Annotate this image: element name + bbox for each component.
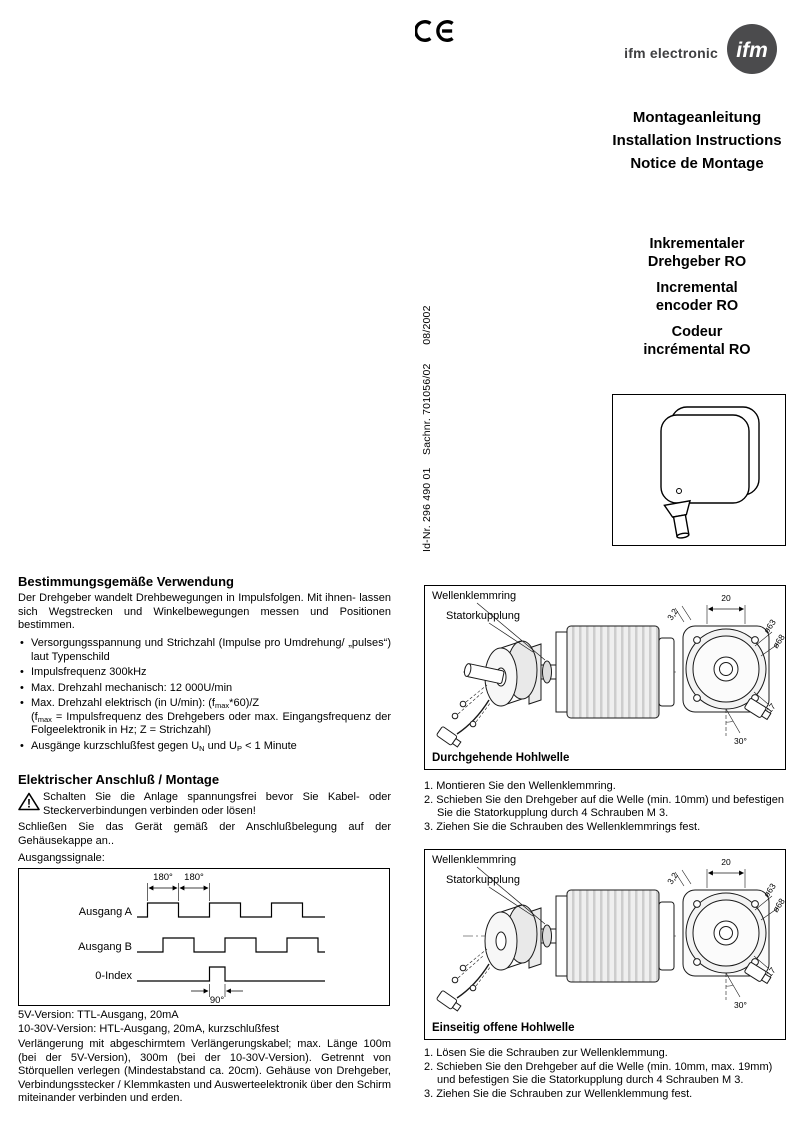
- waveform-labels: Ausgang A Ausgang B 0-Index 180° 180° 90…: [78, 872, 225, 1006]
- product-name-en: Incremental encoder RO: [594, 280, 800, 315]
- product-en-line1: Incremental: [656, 280, 738, 296]
- section-heading-usage: Bestimmungsgemäße Verwendung: [18, 574, 234, 589]
- step-1-2: 2. Schieben Sie den Drehgeber auf die We…: [424, 793, 784, 820]
- title-fr: Notice de Montage: [630, 155, 764, 172]
- bullet-drehzahl-elektrisch: Max. Drehzahl elektrisch (in U/min): (fm…: [20, 697, 391, 738]
- product-fr-line2: incrémental RO: [643, 341, 751, 358]
- dim-180-second: 180°: [184, 872, 204, 883]
- output-signals-label: Ausgangssignale:: [18, 852, 105, 864]
- one-side-open-hollow-shaft-drawing: 20 3,2 ø63 ø68 17 30°: [425, 857, 785, 1032]
- dim-angle-30: 30°: [734, 1000, 747, 1010]
- b5-mid: und U: [204, 739, 237, 752]
- dim-width-20: 20: [721, 593, 731, 603]
- section-heading-electrical: Elektrischer Anschluß / Montage: [18, 772, 220, 787]
- step-1-1: 1. Montieren Sie den Wellenklemmring.: [424, 780, 616, 792]
- b5-sub2: P: [237, 743, 243, 753]
- dim-angle-30: 30°: [734, 736, 747, 746]
- bullet-drehzahl-mechanisch: Max. Drehzahl mechanisch: 12 000U/min: [20, 682, 391, 696]
- label-statorkupplung-2: Statorkupplung: [446, 874, 520, 886]
- version-10-30v: 10-30V-Version: HTL-Ausgang, 20mA, kurzs…: [18, 1022, 280, 1035]
- caption-einseitig-offene-hohlwelle: Einseitig offene Hohlwelle: [432, 1022, 575, 1034]
- brand-name: ifm electronic: [624, 45, 718, 61]
- channel-b-label: Ausgang B: [78, 941, 132, 953]
- dim-thickness-32: 3,2: [665, 606, 680, 622]
- through-hollow-shaft-drawing: 20 3,2 ø63 ø68 17 30°: [425, 593, 785, 768]
- title-en: Installation Instructions: [612, 132, 782, 149]
- step-2-1: 1. Lösen Sie die Schrauben zur Wellenkle…: [424, 1047, 668, 1059]
- b4-sub: max: [215, 701, 230, 710]
- version-5v: 5V-Version: TTL-Ausgang, 20mA: [18, 1009, 179, 1021]
- step-2-3: 3. Ziehen Sie die Schrauben zur Wellenkl…: [424, 1087, 693, 1100]
- bullet-impulsfrequenz: Impulsfrequenz 300kHz: [20, 666, 391, 680]
- b4-l2pre: (f: [31, 710, 38, 723]
- version-spec-block: 5V-Version: TTL-Ausgang, 20mA 10-30V-Ver…: [18, 1009, 391, 1037]
- mounting-drawing-1-frame: Wellenklemmring Statorkupplung 20 3,2 ø6…: [424, 585, 786, 770]
- dim-diameter-68: ø68: [770, 632, 785, 650]
- encoder-product-image: [660, 406, 760, 539]
- bullet-versorgungsspannung: Versorgungsspannung und Strichzahl (Impu…: [20, 637, 391, 664]
- step-1-3: 3. Ziehen Sie die Schrauben des Wellenkl…: [424, 820, 701, 833]
- cable-extension-paragraph: Verlängerung mit abgeschirmtem Verlänger…: [18, 1038, 391, 1104]
- usage-bullet-list: Versorgungsspannung und Strichzahl (Impu…: [18, 637, 391, 755]
- mounting-steps-2: 1. Lösen Sie die Schrauben zur Wellenkle…: [424, 1047, 790, 1101]
- b5-pre: Ausgänge kurzschlußfest gegen U: [31, 739, 200, 752]
- id-number-vertical: Id-Nr. 296 490 01 Sachnr. 701056/02 08/2…: [421, 305, 433, 552]
- product-de-line2: Drehgeber RO: [647, 253, 747, 270]
- bullet-ausgaenge: Ausgänge kurzschlußfest gegen UN und UP …: [20, 739, 391, 754]
- ifm-logo-icon: ifm: [727, 24, 777, 74]
- product-en-line2: encoder RO: [655, 297, 739, 314]
- zero-index-label: 0-Index: [95, 970, 132, 982]
- warning-row: ! Schalten Sie die Anlage spannungsfrei …: [18, 791, 391, 818]
- product-names: Inkrementaler Drehgeber RO Incremental e…: [594, 236, 800, 368]
- b4-l2post: = Impulsfrequenz des Drehgebers oder max…: [31, 710, 391, 737]
- warning-text: Schalten Sie die Anlage spannungsfrei be…: [43, 791, 391, 817]
- b4-mid: *60)/Z: [229, 697, 260, 709]
- dim-180-first: 180°: [153, 872, 173, 883]
- through-shaft: [463, 663, 505, 684]
- caption-durchgehende-hohlwelle: Durchgehende Hohlwelle: [432, 752, 570, 764]
- product-name-de: Inkrementaler Drehgeber RO: [594, 236, 800, 271]
- step-2-2: 2. Schieben Sie den Drehgeber auf die We…: [424, 1060, 773, 1087]
- label-wellenklemmring-2: Wellenklemmring: [432, 854, 517, 866]
- quadrature-waveform-diagram: Ausgang A Ausgang B 0-Index 180° 180° 90…: [78, 872, 325, 1006]
- dim-thickness-32: 3,2: [665, 870, 680, 886]
- warning-exclamation: !: [27, 797, 31, 811]
- dim-diameter-68: ø68: [770, 896, 785, 914]
- dim-width-20: 20: [721, 857, 731, 867]
- document-titles: Montageanleitung Installation Instructio…: [594, 106, 800, 175]
- ifm-logo-text: ifm: [736, 39, 768, 62]
- label-statorkupplung-1: Statorkupplung: [446, 610, 520, 622]
- mounting-drawing-2-frame: Wellenklemmring Statorkupplung 20 3,2 ø6…: [424, 849, 786, 1040]
- b5-post: < 1 Minute: [242, 739, 297, 752]
- warning-triangle-icon: !: [18, 792, 40, 811]
- ce-mark-icon: [415, 20, 454, 42]
- waveform-traces: [137, 883, 325, 997]
- b4-l2sub: max: [37, 714, 52, 724]
- product-name-fr: Codeur incrémental RO: [594, 324, 800, 359]
- product-de-line1: Inkrementaler: [649, 236, 745, 252]
- b4-pre: Max. Drehzahl elektrisch (in U/min): (f: [31, 697, 215, 709]
- product-image-frame: [612, 394, 786, 546]
- mounting-steps-1: 1. Montieren Sie den Wellenklemmring. 2.…: [424, 780, 790, 834]
- title-de: Montageanleitung: [632, 109, 762, 126]
- usage-intro-paragraph: Der Drehgeber wandelt Drehbewegungen in …: [18, 592, 391, 631]
- channel-a-label: Ausgang A: [79, 906, 133, 918]
- label-wellenklemmring-1: Wellenklemmring: [432, 590, 517, 602]
- b5-sub1: N: [199, 743, 205, 753]
- connection-instruction: Schließen Sie das Gerät gemäß der Anschl…: [18, 821, 391, 847]
- output-signal-diagram-frame: Ausgang A Ausgang B 0-Index 180° 180° 90…: [18, 868, 390, 1006]
- product-fr-line1: Codeur: [671, 324, 723, 340]
- dim-90: 90°: [210, 995, 225, 1005]
